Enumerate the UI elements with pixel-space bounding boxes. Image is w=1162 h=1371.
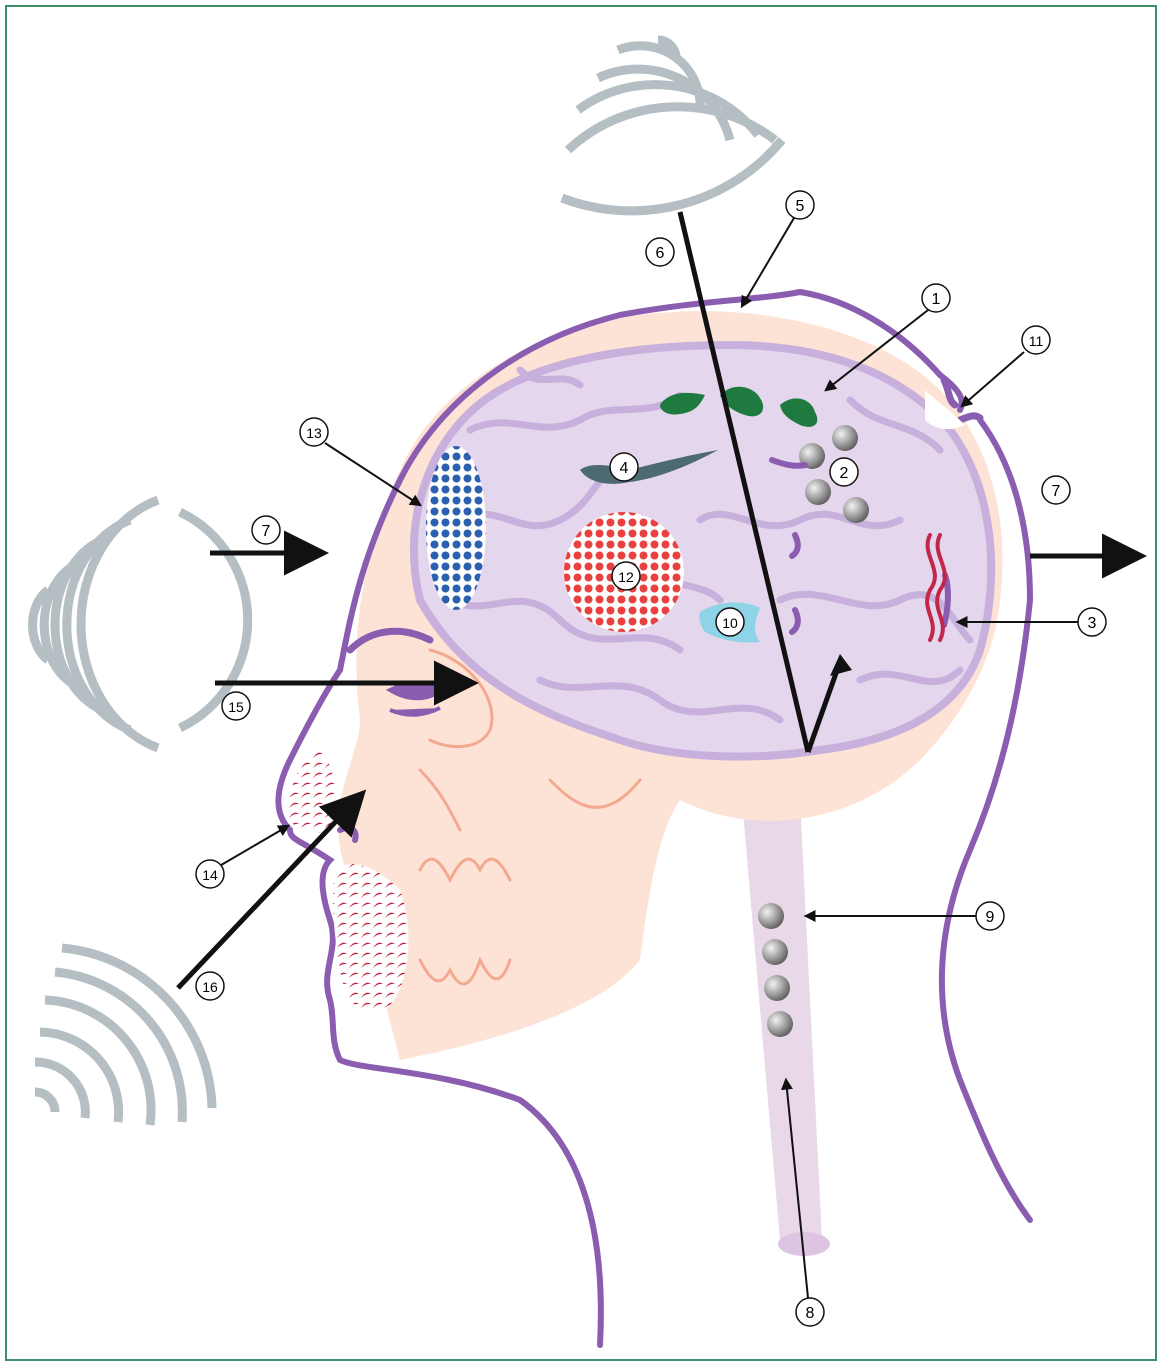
label-3: 3 xyxy=(1078,608,1106,636)
label-2: 2 xyxy=(830,458,858,486)
label-7-right: 7 xyxy=(1042,476,1070,504)
label-15-text: 15 xyxy=(228,699,244,715)
label-5-text: 5 xyxy=(796,198,805,215)
label-7-left: 7 xyxy=(252,516,280,544)
label-7-left-text: 7 xyxy=(262,523,271,540)
label-10: 10 xyxy=(716,608,744,636)
label-16: 16 xyxy=(196,972,224,1000)
label-12-text: 12 xyxy=(618,569,634,585)
label-13-text: 13 xyxy=(306,425,322,441)
blue-dotted-lesion xyxy=(426,446,486,610)
label-11-text: 11 xyxy=(1029,333,1044,349)
label-9-text: 9 xyxy=(986,909,995,926)
label-6-text: 6 xyxy=(656,245,665,262)
label-4-text: 4 xyxy=(620,460,629,477)
label-8-text: 8 xyxy=(806,1305,815,1322)
label-14: 14 xyxy=(196,860,224,888)
label-12: 12 xyxy=(612,562,640,590)
label-7-right-text: 7 xyxy=(1052,483,1061,500)
label-3-text: 3 xyxy=(1088,615,1097,632)
label-15: 15 xyxy=(222,692,250,720)
label-14-text: 14 xyxy=(202,867,218,883)
label-1: 1 xyxy=(922,284,950,312)
label-10-text: 10 xyxy=(722,615,738,631)
label-6: 6 xyxy=(646,238,674,266)
label-8: 8 xyxy=(796,1298,824,1326)
label-2-text: 2 xyxy=(840,465,849,482)
label-4: 4 xyxy=(610,453,638,481)
label-1-text: 1 xyxy=(932,291,941,308)
label-9: 9 xyxy=(976,902,1004,930)
label-16-text: 16 xyxy=(202,979,218,995)
label-11: 11 xyxy=(1022,326,1050,354)
label-13: 13 xyxy=(300,418,328,446)
label-5: 5 xyxy=(786,191,814,219)
